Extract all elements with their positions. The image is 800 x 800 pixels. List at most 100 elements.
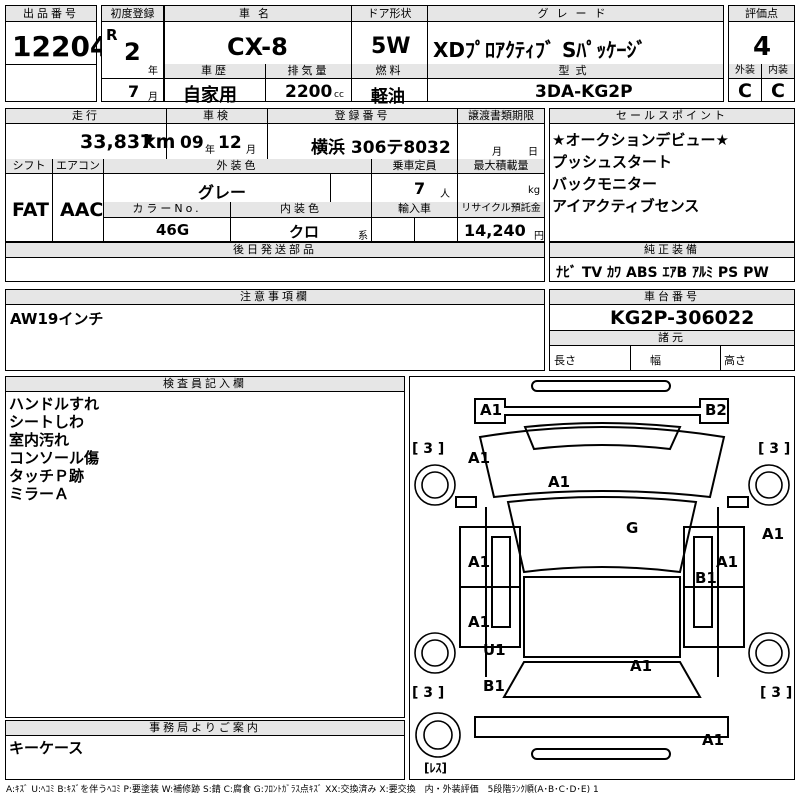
car-name-header: 車名 [165, 6, 351, 22]
displacement-unit: cc [334, 90, 344, 100]
score-box: 評価点 4 外装 内装 C C [728, 5, 795, 102]
later-parts-header: 後日発送部品 [6, 243, 544, 258]
inspector-line: タッチＰ跡 [9, 467, 85, 485]
car-name-value: CX-8 [227, 33, 288, 61]
first-registration-header: 初度登録 [102, 6, 163, 22]
history-header: 車歴 [165, 64, 265, 79]
interior-grade-header: 内装 [762, 64, 794, 79]
sales-point-item: アイアクティブセンス [552, 197, 700, 215]
max-load-header: 最大積載量 [458, 159, 544, 174]
int-color-unit: 系 [358, 231, 368, 242]
fuel-header: 燃料 [352, 64, 427, 79]
ext-color-value: グレー [198, 183, 247, 202]
recycle-header: リサイクル預託金 [458, 202, 544, 217]
color-no-header: カラーNo. [104, 202, 230, 217]
max-load-unit: kg [528, 185, 541, 196]
later-parts-box: 後日発送部品 [5, 242, 545, 282]
reg-year-value: 2 [124, 38, 141, 66]
capacity-header: 乗車定員 [372, 159, 457, 174]
model-header: 型式 [428, 64, 723, 79]
tire-count: [ 3 ] [758, 441, 791, 457]
car-outline-diagram [414, 380, 790, 760]
damage-label: G [626, 519, 639, 537]
damage-label: B1 [483, 677, 505, 695]
inspection-month-unit: 月 [246, 145, 256, 156]
lot-number-cell: 出品番号 12204 [5, 5, 109, 102]
era-value: R [106, 26, 118, 44]
damage-label: A1 [468, 613, 491, 631]
sales-point-item: バックモニター [552, 175, 658, 193]
damage-label: U1 [483, 641, 506, 659]
lot-number-header: 出品番号 [6, 6, 96, 22]
tire-count: [ 3 ] [760, 685, 793, 701]
history-value: 自家用 [183, 85, 237, 106]
lot-number-value: 12204 [12, 30, 110, 63]
sales-points-header: セールスポイント [550, 109, 794, 124]
chassis-box: 車台番号 KG2P-306022 諸元 長さ 幅 高さ [549, 289, 795, 371]
mileage-value: 33,837 [80, 131, 154, 153]
recycle-value: 14,240 [464, 221, 526, 240]
damage-label: A1 [702, 731, 725, 749]
displacement-header: 排気量 [266, 64, 351, 79]
capacity-unit: 人 [440, 189, 450, 200]
first-registration-cell: 初度登録 R 2 年 7 月 [101, 5, 164, 103]
score-header: 評価点 [729, 6, 794, 22]
damage-label: A1 [762, 525, 785, 543]
chassis-header: 車台番号 [550, 290, 794, 305]
inspector-line: シートしわ [9, 413, 85, 431]
reg-month-value: 7 [128, 82, 140, 101]
equipment-header: 純正装備 [550, 243, 794, 258]
grade-header: グレード [428, 6, 723, 22]
office-box: 事務局よりご案内 キーケース [5, 720, 405, 780]
tire-count: [ 3 ] [412, 685, 445, 701]
vehicle-detail-box: 走行 車検 登録番号 譲渡書類期限 33,837 km 09 年 12 月 横浜… [5, 108, 545, 242]
color-no-value: 46G [156, 221, 190, 239]
shift-value: FAT [12, 199, 49, 221]
inspector-line: コンソール傷 [9, 449, 100, 467]
model-value: 3DA-KG2P [535, 82, 633, 102]
reg-month-unit: 月 [148, 92, 158, 103]
damage-label: A1 [630, 657, 653, 675]
aircon-header: エアコン [53, 159, 103, 174]
notes-header: 注意事項欄 [6, 290, 544, 305]
inspector-line: ハンドルすれ [9, 395, 100, 413]
reg-number-header: 登録番号 [268, 109, 457, 124]
inspection-year: 09 [180, 133, 204, 153]
capacity-value: 7 [414, 179, 426, 198]
inspector-line: 室内汚れ [9, 431, 70, 449]
tire-count: [ 3 ] [412, 441, 445, 457]
import-header: 輸入車 [372, 202, 457, 217]
transfer-header: 譲渡書類期限 [458, 109, 544, 124]
fuel-value: 軽油 [371, 87, 405, 107]
sales-point-item: プッシュスタート [552, 153, 673, 171]
transfer-month-unit: 月 [492, 147, 502, 158]
main-info-box: 車名 ドア形状 グレード CX-8 5W XDﾌﾟﾛｱｸﾃｨﾌﾞ Sﾊﾟｯｹｰｼ… [164, 5, 724, 107]
exterior-grade-header: 外装 [729, 64, 761, 79]
inspector-line: ミラーＡ [9, 485, 70, 503]
damage-label: A1 [716, 553, 739, 571]
transfer-day-unit: 日 [528, 147, 538, 158]
legend-text: A:ｷｽﾞ U:ﾍｺﾐ B:ｷｽﾞを伴うﾍｺﾐ P:要塗装 W:補修跡 S:錆 … [6, 785, 599, 795]
office-value: キーケース [9, 739, 84, 757]
aircon-value: AAC [60, 199, 104, 221]
displacement-value: 2200 [285, 82, 333, 102]
inspector-box: 検査員記入欄 ハンドルすれ シートしわ 室内汚れ コンソール傷 タッチＰ跡 ミラ… [5, 376, 405, 718]
door-value: 5W [371, 34, 411, 59]
int-color-header: 内装色 [231, 202, 371, 217]
damage-label: B1 [695, 569, 717, 587]
inspection-year-unit: 年 [205, 145, 215, 156]
spec-length-label: 長さ [554, 354, 576, 367]
spec-height-label: 高さ [724, 354, 746, 367]
inspection-header: 車検 [167, 109, 267, 124]
chassis-value: KG2P-306022 [610, 307, 755, 329]
equipment-value: ﾅﾋﾞ TV ｶﾜ ABS ｴｱB ｱﾙﾐ PS PW [556, 265, 769, 281]
inspection-month: 12 [218, 133, 242, 153]
spec-width-label: 幅 [650, 354, 661, 367]
damage-diagram-box: A1 B2 A1 A1 G A1 A1 A1 B1 A1 U1 A1 B1 A1… [409, 376, 795, 780]
notes-value: AW19インチ [10, 310, 104, 328]
exterior-grade-value: C [738, 80, 752, 102]
mileage-unit: km [143, 131, 176, 153]
grade-value: XDﾌﾟﾛｱｸﾃｨﾌﾞ Sﾊﾟｯｹｰｼﾞ [433, 38, 647, 62]
mileage-header: 走行 [6, 109, 166, 124]
sales-point-item: ★オークションデビュー★ [552, 131, 729, 149]
